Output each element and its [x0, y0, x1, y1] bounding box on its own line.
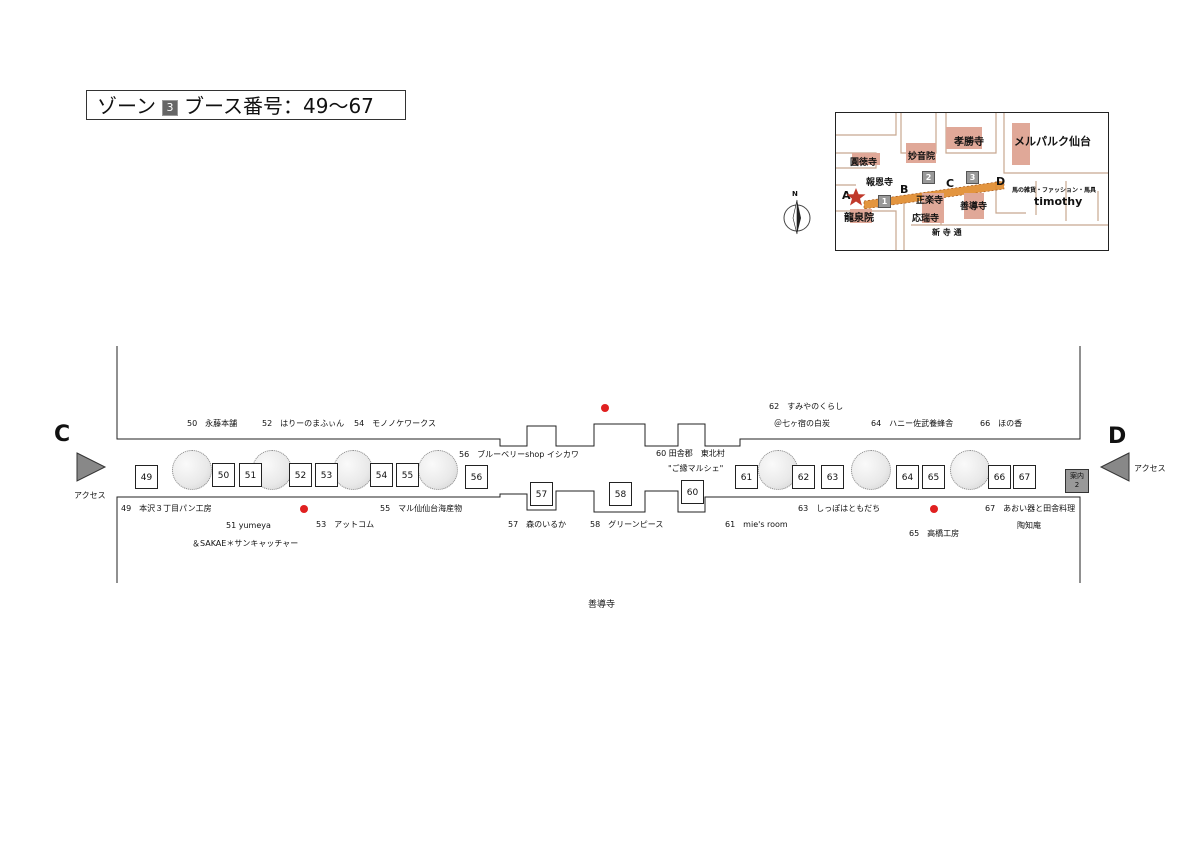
booth-51[interactable]: 51: [239, 463, 262, 487]
inset-zone-2: 2: [922, 171, 935, 184]
booth-label-67: 67 あおい器と田舎料理: [985, 504, 1076, 513]
place-ryusenin: 龍泉院: [844, 213, 874, 224]
inset-letter-b: B: [900, 183, 909, 196]
north-label: N: [792, 190, 798, 198]
info-booth[interactable]: 案内 2: [1065, 469, 1089, 493]
place-street: 新 寺 通: [932, 228, 962, 237]
booth-63[interactable]: 63: [821, 465, 844, 489]
current-location-star-icon: [846, 188, 866, 206]
place-timothy: timothy: [1034, 195, 1083, 208]
tree-icon: [851, 450, 891, 490]
booth-label-64: 64 ハニー佐武養蜂舎: [871, 419, 954, 428]
booth-label-61: 61 mie's room: [725, 520, 788, 529]
inset-letter-a: A: [842, 189, 851, 202]
block-zendoji: [964, 193, 984, 219]
block-entokuji: [852, 153, 880, 165]
place-kotoji: 孝勝寺: [954, 137, 984, 148]
info-booth-number: 2: [1074, 481, 1080, 489]
red-dot-marker: [300, 505, 308, 513]
red-dot-marker: [601, 404, 609, 412]
place-zendoji: 善導寺: [960, 202, 988, 212]
booth-label-53: 53 アットコム: [316, 520, 375, 529]
booth-49[interactable]: 49: [135, 465, 158, 489]
place-myoonin: 妙音院: [908, 152, 936, 162]
booth-58[interactable]: 58: [609, 482, 632, 506]
booth-56[interactable]: 56: [465, 465, 488, 489]
booth-label-51b: ＆SAKAE＊サンキャッチャー: [192, 539, 299, 548]
access-label-left: アクセス: [74, 491, 106, 500]
booth-label-57: 57 森のいるか: [508, 520, 567, 529]
place-hoonji: 報恩寺: [866, 178, 894, 188]
booth-label-55: 55 マル仙仙台海産物: [380, 504, 463, 513]
zone-number-badge: 3: [162, 99, 178, 116]
zone-title: ゾーン 3 ブース番号：49～67: [86, 90, 406, 120]
block-ryusenin: [850, 209, 872, 223]
booth-label-60a: 60 田舎郡 東北村: [656, 449, 725, 458]
booth-62[interactable]: 62: [792, 465, 815, 489]
info-booth-label: 案内: [1070, 472, 1084, 480]
block-myoonin: [906, 143, 936, 163]
inset-location-map: 孝勝寺 メルパルク仙台 妙音院 圓徳寺 報恩寺 龍泉院 正楽寺 応瑞寺 善導寺 …: [835, 112, 1109, 251]
booth-53[interactable]: 53: [315, 463, 338, 487]
inset-zone-3: 3: [966, 171, 979, 184]
booth-label-62b: ＠七ヶ宿の白炭: [774, 419, 830, 428]
red-dot-marker: [930, 505, 938, 513]
tree-icon: [172, 450, 212, 490]
booth-50[interactable]: 50: [212, 463, 235, 487]
booth-label-66: 66 ほの香: [980, 419, 1023, 428]
landmark-zendoji: 善導寺: [588, 600, 616, 610]
tree-icon: [950, 450, 990, 490]
booth-55[interactable]: 55: [396, 463, 419, 487]
inset-letter-d: D: [996, 175, 1006, 188]
place-shop-note: 馬の雑貨・ファッション・馬具: [1012, 187, 1097, 194]
booth-64[interactable]: 64: [896, 465, 919, 489]
tree-icon: [418, 450, 458, 490]
booth-label-49: 49 本沢３丁目パン工房: [121, 504, 212, 513]
inset-letter-c: C: [946, 177, 955, 190]
booth-label-58: 58 グリーンピース: [590, 520, 664, 529]
booth-label-51: 51 yumeya: [226, 521, 271, 530]
booth-52[interactable]: 52: [289, 463, 312, 487]
north-compass-icon: N: [782, 190, 812, 236]
booth-label-62a: 62 すみやのくらし: [769, 402, 844, 411]
inset-zone-1: 1: [878, 195, 891, 208]
booth-label-52: 52 はりーのまふぃん: [262, 419, 345, 428]
booth-65[interactable]: 65: [922, 465, 945, 489]
booth-61[interactable]: 61: [735, 465, 758, 489]
place-entokuji: 圓徳寺: [850, 158, 878, 168]
zone-word: ゾーン: [97, 94, 156, 118]
place-shorakuji: 正楽寺: [916, 196, 944, 206]
end-letter-d: D: [1108, 424, 1127, 449]
booth-label-60b: "ご縁マルシェ": [668, 464, 724, 473]
place-melpark: メルパルク仙台: [1014, 135, 1091, 148]
access-label-right: アクセス: [1134, 464, 1166, 473]
block-shorakuji: [922, 193, 944, 223]
booth-57[interactable]: 57: [530, 482, 553, 506]
booth-66[interactable]: 66: [988, 465, 1011, 489]
end-letter-c: C: [54, 422, 71, 447]
booth-label-67b: 陶知庵: [1017, 521, 1041, 530]
place-ozuiji: 応瑞寺: [912, 214, 940, 224]
access-arrow-right-icon: [1099, 452, 1130, 482]
tree-icon: [758, 450, 798, 490]
booth-label-63: 63 しっぽはともだち: [798, 504, 881, 513]
booth-label-65: 65 高橋工房: [909, 529, 960, 538]
booth-67[interactable]: 67: [1013, 465, 1036, 489]
booth-60[interactable]: 60: [681, 480, 704, 504]
booth-54[interactable]: 54: [370, 463, 393, 487]
block-kotoji: [946, 127, 982, 149]
booth-label-56: 56 ブルーベリーshop イシカワ: [459, 450, 579, 459]
tree-icon: [333, 450, 373, 490]
access-arrow-left-icon: [76, 452, 107, 482]
booth-label-54: 54 モノノケワークス: [354, 419, 436, 428]
booth-range-label: ブース番号：49～67: [184, 94, 374, 118]
booth-label-50: 50 永藤本舗: [187, 419, 238, 428]
block-melpark: [1012, 123, 1030, 165]
